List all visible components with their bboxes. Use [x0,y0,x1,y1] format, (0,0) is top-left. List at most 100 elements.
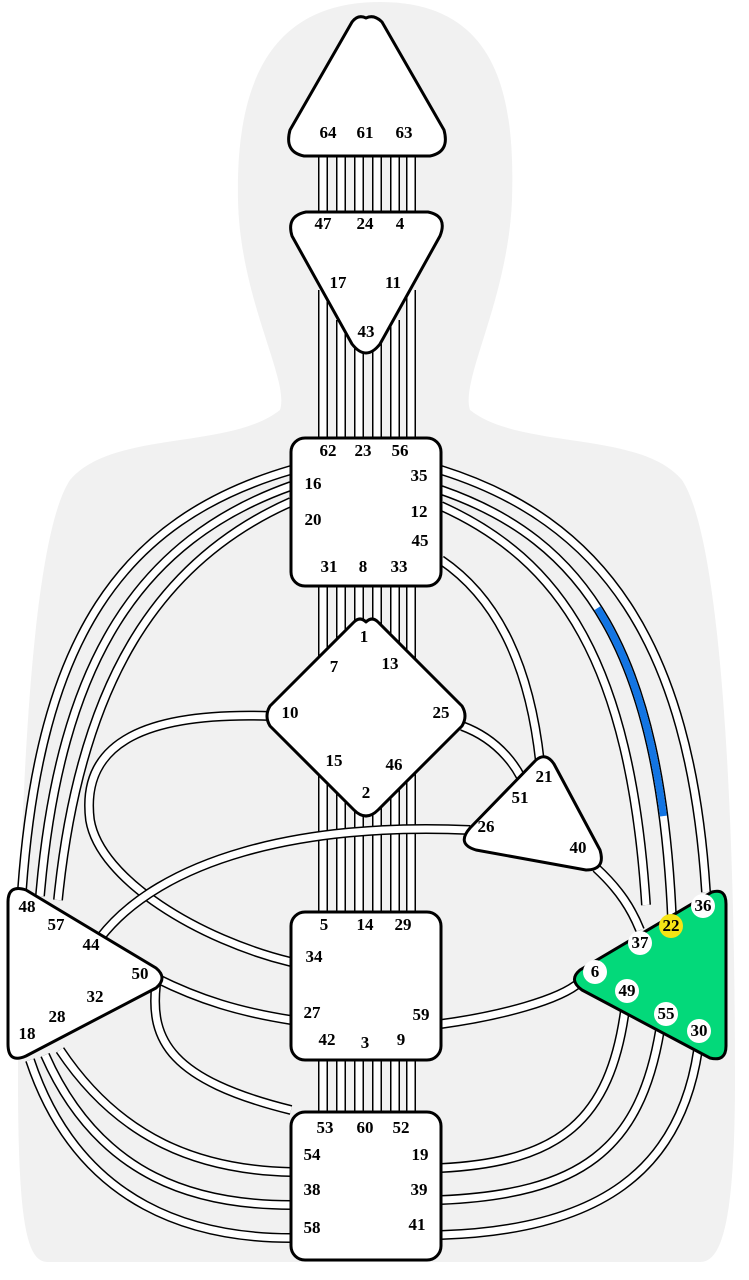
channel-44-50 [151,984,292,1114]
gate-55-marker [654,1002,678,1026]
gate-12: 12 [411,502,428,521]
gate-60: 60 [357,1118,374,1137]
gate-55: 55 [658,1004,675,1023]
channel-39-55 [440,1029,664,1204]
gate-31: 31 [321,557,338,576]
gate-47: 47 [315,214,333,233]
gate-53: 53 [317,1118,334,1137]
ego-center [462,755,603,872]
gate-23: 23 [355,441,372,460]
gate-21: 21 [536,767,553,786]
gate-61: 61 [357,123,374,142]
root-center [289,1110,443,1262]
gate-15: 15 [326,751,343,770]
gate-43: 43 [358,322,375,341]
channel-41-30 [440,1049,702,1239]
gate-37: 37 [632,933,650,952]
gate-10: 10 [282,703,299,722]
gate-7: 7 [330,657,339,676]
channel-26-44 [97,825,471,941]
gate-49: 49 [619,981,636,1000]
gate-20: 20 [305,510,322,529]
gate-9: 9 [397,1030,406,1049]
gate-6: 6 [591,962,600,981]
gate-13: 13 [382,654,399,673]
gate-8: 8 [359,557,368,576]
gate-2: 2 [362,783,371,802]
head-center [287,15,447,158]
channel-10-57 [85,712,292,966]
gate-36: 36 [695,896,712,915]
gate-34: 34 [306,947,324,966]
gate-58: 58 [304,1218,321,1237]
gate-40: 40 [570,838,587,857]
gate-1: 1 [360,627,369,646]
gate-64: 64 [320,123,338,142]
gate-3: 3 [361,1033,370,1052]
gate-41: 41 [409,1215,426,1234]
gate-50: 50 [132,964,149,983]
gate-5: 5 [320,915,329,934]
channels [17,156,711,1243]
gate-54: 54 [304,1145,322,1164]
gate-30-marker [687,1019,711,1043]
gate-56: 56 [392,441,409,460]
gate-63: 63 [396,123,413,142]
channel-45-21 [439,502,650,906]
gate-27: 27 [304,1003,322,1022]
gate-35: 35 [411,466,428,485]
channel-19-49 [440,1009,629,1172]
gate-22: 22 [663,916,680,935]
channel-50-27 [154,974,292,1024]
gate-28: 28 [49,1007,66,1026]
gate-39: 39 [411,1180,428,1199]
gate-42: 42 [319,1030,336,1049]
gate-22-marker [659,914,683,938]
channel-32-54 [57,1048,292,1176]
gate-46: 46 [386,755,403,774]
gate-59: 59 [413,1005,430,1024]
gate-52: 52 [393,1118,410,1137]
gate-17: 17 [330,273,348,292]
channel-28-38 [41,1053,292,1209]
gate-25: 25 [433,703,450,722]
channel-16-48 [18,466,292,891]
gate-18: 18 [19,1024,36,1043]
gate-4: 4 [396,214,405,233]
gate-32: 32 [87,987,104,1006]
gate-26: 26 [478,817,495,836]
throat-center [289,436,443,588]
gate-16: 16 [305,474,322,493]
channel-20-57 [36,482,293,897]
gate-45: 45 [412,531,429,550]
active-channel-12-22 [439,486,676,919]
gate-14: 14 [357,915,375,934]
gate-51: 51 [512,788,529,807]
channel-18-58 [26,1058,292,1242]
gate-38: 38 [304,1180,321,1199]
gate-44: 44 [83,935,101,954]
gate-29: 29 [395,915,412,934]
gate-36-marker [691,894,715,918]
gate-49-marker [615,979,639,1003]
gate-11: 11 [385,273,401,292]
g-center [265,617,467,818]
channel-59-6 [440,979,583,1028]
gate-19: 19 [412,1145,429,1164]
solar-plexus-center [573,889,728,1061]
gate-48: 48 [19,897,36,916]
channel-40-37 [593,865,644,932]
sacral-center [289,910,443,1062]
spleen-center [6,887,164,1060]
gate-30: 30 [691,1021,708,1040]
channel-45-21b [439,557,544,763]
gate-37-marker [628,931,652,955]
gate-24: 24 [357,214,375,233]
ajna-center [289,210,444,355]
gate-33: 33 [391,557,408,576]
gate-62: 62 [320,441,337,460]
gate-57: 57 [48,915,66,934]
channel-20-34 [54,498,293,901]
